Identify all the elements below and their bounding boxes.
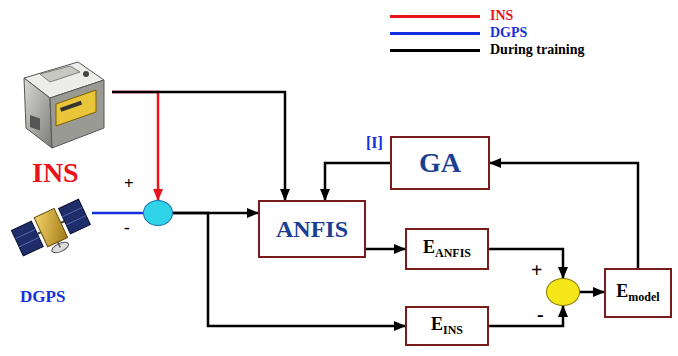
connector <box>112 92 285 200</box>
legend-text: INS <box>490 8 513 23</box>
source-label: INS <box>32 158 79 189</box>
box-label: GA <box>419 148 461 179</box>
legend-text: During training <box>490 42 585 57</box>
connector <box>489 249 563 278</box>
legend-line <box>390 15 480 18</box>
box-text: ANFIS <box>276 216 348 242</box>
sign-label: + <box>124 175 134 194</box>
ga-box: GA <box>390 136 490 190</box>
legend-line <box>390 32 480 35</box>
connector <box>325 163 390 200</box>
subscript-text: ANFIS <box>435 246 471 260</box>
edge-label: [I] <box>365 134 384 152</box>
connector <box>489 306 563 326</box>
sign-label: + <box>531 259 542 281</box>
error-box: EINS <box>405 306 489 346</box>
box-text: E <box>616 281 628 301</box>
box-label: EINS <box>431 315 463 337</box>
summing-junction: +- <box>546 278 580 306</box>
error-box: Emodel <box>604 268 672 318</box>
box-text: E <box>431 314 443 334</box>
legend-text: DGPS <box>490 25 527 40</box>
box-label: ANFIS <box>276 216 348 242</box>
dgps-source: DGPS <box>10 186 92 314</box>
subscript-text: INS <box>443 323 463 337</box>
box-label: EANFIS <box>423 238 471 260</box>
sign-label: - <box>124 219 130 238</box>
box-text: E <box>423 237 435 257</box>
connector <box>490 163 638 268</box>
anfis-box: ANFIS <box>258 200 366 258</box>
connector <box>92 212 143 215</box>
connector <box>366 248 405 251</box>
error-box: EANFIS <box>405 228 489 270</box>
connector <box>580 291 604 294</box>
box-text: GA <box>419 147 461 178</box>
sign-label: - <box>537 303 544 325</box>
subscript-text: model <box>628 290 659 304</box>
box-label: Emodel <box>616 282 659 304</box>
connector <box>173 213 405 326</box>
legend-line <box>390 49 480 52</box>
summing-junction: +- <box>143 200 173 226</box>
ins-source: INS <box>12 52 112 202</box>
connector <box>112 92 158 200</box>
source-label: DGPS <box>20 288 65 307</box>
